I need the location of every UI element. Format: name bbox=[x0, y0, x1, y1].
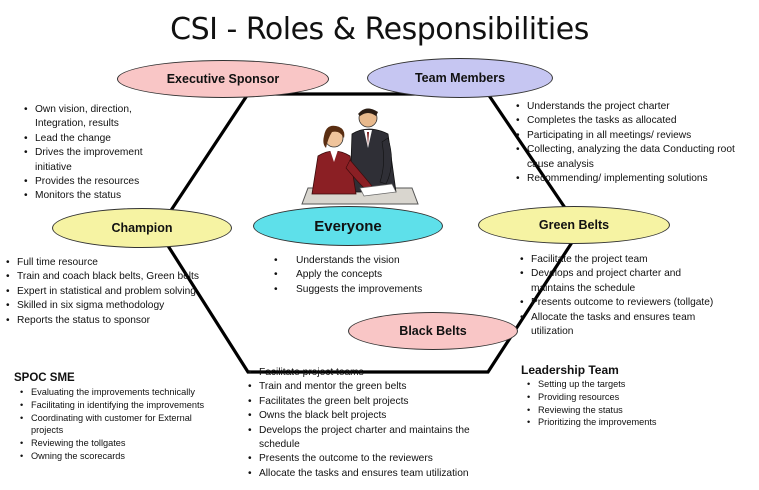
list-item: Own vision, direction, Integration, resu… bbox=[24, 103, 164, 132]
black-belts-list: Facilitate project teams Train and mento… bbox=[248, 366, 493, 482]
green-belts-ellipse: Green Belts bbox=[478, 206, 670, 244]
list-item: Understands the vision bbox=[274, 254, 449, 269]
team-members-ellipse: Team Members bbox=[367, 58, 553, 98]
list-item: Evaluating the improvements technically bbox=[20, 386, 220, 399]
executive-sponsor-list: Own vision, direction, Integration, resu… bbox=[24, 103, 164, 204]
list-item: Completes the tasks as allocated bbox=[516, 114, 754, 129]
list-item: Reviewing the status bbox=[527, 404, 727, 417]
everyone-label: Everyone bbox=[314, 217, 382, 235]
list-item: Expert in statistical and problem solvin… bbox=[6, 285, 221, 300]
spoc-sme-list: Evaluating the improvements technically … bbox=[20, 386, 220, 463]
list-item: Suggests the improvements bbox=[274, 283, 449, 298]
list-item: Apply the concepts bbox=[274, 268, 449, 283]
list-item: Understands the project charter bbox=[516, 100, 754, 115]
list-item: Train and mentor the green belts bbox=[248, 380, 493, 395]
list-item: Facilitate project teams bbox=[248, 366, 493, 381]
list-item: Provides the resources bbox=[24, 175, 164, 190]
list-item: Develops the project charter and maintai… bbox=[248, 424, 493, 453]
everyone-ellipse: Everyone bbox=[253, 206, 443, 246]
list-item: Drives the improvement initiative bbox=[24, 146, 164, 175]
green-belts-label: Green Belts bbox=[538, 218, 610, 232]
leadership-team-heading: Leadership Team bbox=[521, 363, 619, 377]
list-item: Recommending/ implementing solutions bbox=[516, 172, 754, 187]
spoc-sme-heading: SPOC SME bbox=[14, 372, 75, 384]
black-belts-label: Black Belts bbox=[399, 324, 467, 338]
list-item: Providing resources bbox=[527, 391, 727, 404]
list-item: Collecting, analyzing the data Conductin… bbox=[516, 143, 754, 172]
list-item: Full time resource bbox=[6, 256, 221, 271]
list-item: Monitors the status bbox=[24, 189, 164, 204]
leadership-team-list: Setting up the targets Providing resourc… bbox=[527, 378, 727, 429]
list-item: Facilitates the green belt projects bbox=[248, 395, 493, 410]
list-item: Owning the scorecards bbox=[20, 450, 220, 463]
champion-label: Champion bbox=[111, 221, 173, 235]
green-belts-list: Facilitate the project team Develops and… bbox=[520, 253, 720, 339]
executive-sponsor-ellipse: Executive Sponsor bbox=[117, 60, 329, 98]
list-item: Coordinating with customer for External … bbox=[20, 412, 220, 438]
executive-sponsor-label: Executive Sponsor bbox=[166, 72, 280, 86]
champion-ellipse: Champion bbox=[52, 208, 232, 248]
black-belts-ellipse: Black Belts bbox=[348, 312, 518, 350]
champion-list: Full time resource Train and coach black… bbox=[6, 256, 221, 328]
list-item: Presents outcome to reviewers (tollgate) bbox=[520, 296, 720, 311]
list-item: Develops and project charter and maintai… bbox=[520, 267, 720, 296]
list-item: Allocate the tasks and ensures team util… bbox=[520, 311, 720, 340]
list-item: Presents the outcome to the reviewers bbox=[248, 452, 493, 467]
list-item: Facilitate the project team bbox=[520, 253, 720, 268]
list-item: Lead the change bbox=[24, 132, 164, 147]
team-members-list: Understands the project charter Complete… bbox=[516, 100, 754, 187]
list-item: Facilitating in identifying the improvem… bbox=[20, 399, 220, 412]
everyone-list: Understands the vision Apply the concept… bbox=[274, 254, 449, 298]
list-item: Prioritizing the improvements bbox=[527, 416, 727, 429]
list-item: Train and coach black belts, Green belts bbox=[6, 270, 221, 285]
team-members-label: Team Members bbox=[414, 71, 506, 85]
list-item: Allocate the tasks and ensures team util… bbox=[248, 467, 493, 482]
business-people-illustration bbox=[301, 108, 419, 205]
list-item: Reports the status to sponsor bbox=[6, 314, 221, 329]
list-item: Participating in all meetings/ reviews bbox=[516, 129, 754, 144]
list-item: Skilled in six sigma methodology bbox=[6, 299, 221, 314]
page-title: CSI - Roles & Responsibilities bbox=[170, 12, 589, 47]
list-item: Reviewing the tollgates bbox=[20, 437, 220, 450]
list-item: Owns the black belt projects bbox=[248, 409, 493, 424]
list-item: Setting up the targets bbox=[527, 378, 727, 391]
